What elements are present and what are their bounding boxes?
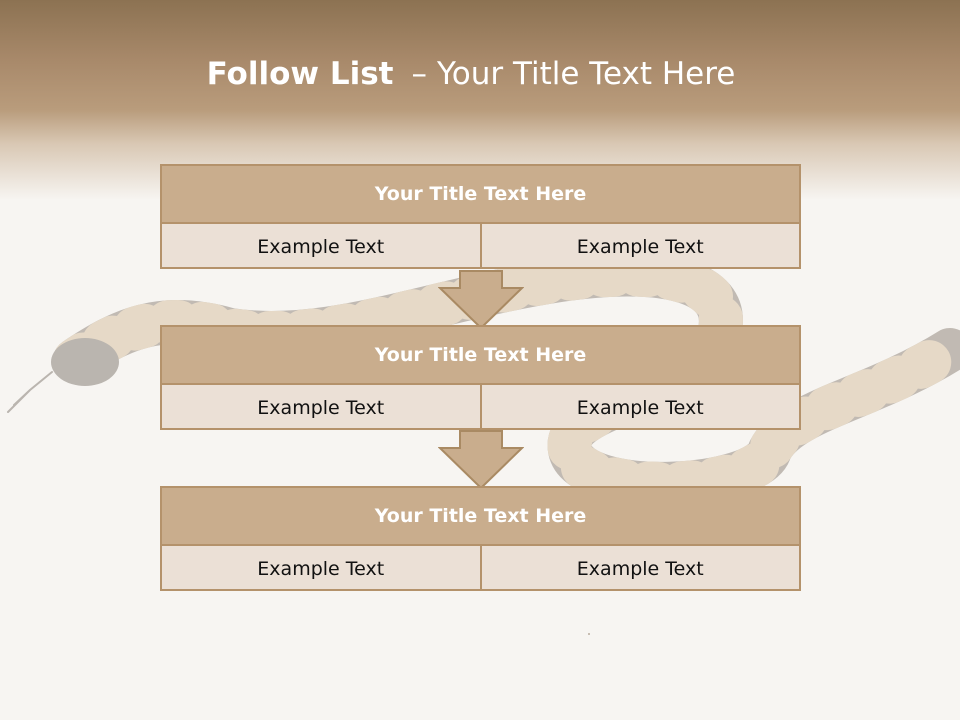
block-title: Your Title Text Here (162, 166, 799, 224)
slide-title: Follow List–Your Title Text Here (0, 56, 942, 92)
title-rest: Your Title Text Here (436, 56, 736, 92)
list-block-3: Your Title Text Here Example Text Exampl… (160, 486, 801, 591)
speck (588, 633, 590, 635)
block-title: Your Title Text Here (162, 327, 799, 385)
down-arrow-icon (438, 430, 524, 490)
block-cell-left: Example Text (257, 235, 385, 258)
block-row: Example Text Example Text (162, 546, 799, 591)
block-cell-right: Example Text (479, 385, 800, 430)
block-cell-right: Example Text (479, 546, 800, 591)
list-block-2: Your Title Text Here Example Text Exampl… (160, 325, 801, 430)
block-cell-left: Example Text (257, 396, 385, 419)
title-bold: Follow List (206, 56, 394, 92)
block-cell-right: Example Text (479, 224, 800, 269)
down-arrow-icon (438, 270, 524, 330)
block-row: Example Text Example Text (162, 385, 799, 430)
block-title: Your Title Text Here (162, 488, 799, 546)
block-cell-left: Example Text (257, 557, 385, 580)
list-block-1: Your Title Text Here Example Text Exampl… (160, 164, 801, 269)
title-dash: – (411, 56, 427, 92)
block-row: Example Text Example Text (162, 224, 799, 269)
